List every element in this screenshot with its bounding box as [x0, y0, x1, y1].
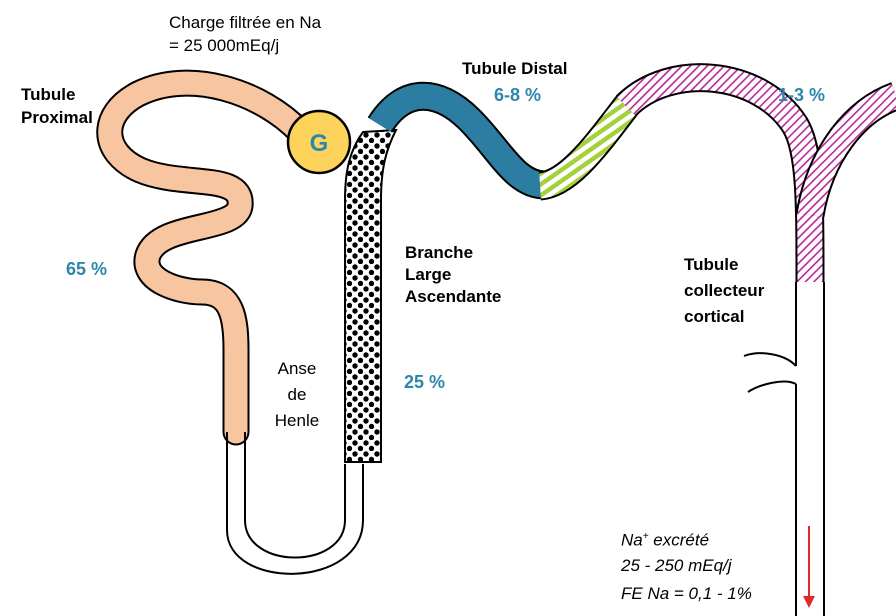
excretion-arrow-head [803, 596, 815, 608]
excretion-na: Na [621, 530, 643, 550]
collecteur-percent: 1-3 % [778, 85, 826, 105]
excretion-line2: 25 - 250 mEq/j [621, 556, 732, 575]
anse-label-line2: de [287, 385, 307, 404]
excretion-line1: Na+ excrété [621, 526, 709, 552]
charge-filtree-line2: = 25 000mEq/j [169, 36, 280, 55]
excretion-na-superscript: + [642, 531, 649, 542]
collecteur-label-line1: Tubule [684, 255, 739, 274]
thin-limb-henle [226, 432, 364, 575]
glomerulus [286, 109, 352, 175]
distal-title: Tubule Distal [462, 59, 568, 78]
proximal-label-line2: Proximal [21, 108, 93, 127]
branche-label-line1: Branche [405, 243, 474, 262]
glomerulus-letter: G [310, 130, 329, 157]
collecteur-label-line2: collecteur [684, 281, 765, 300]
proximal-percent: 65 % [66, 259, 108, 279]
branche-label-line2: Large [405, 265, 452, 284]
anse-label-line3: Henle [274, 411, 320, 430]
branche-label-line3: Ascendante [405, 287, 502, 306]
excretion-excrete: excrété [648, 530, 710, 550]
proximal-label-line1: Tubule [21, 85, 76, 104]
collecteur-label-line3: cortical [684, 307, 745, 326]
anse-label-line1: Anse [277, 359, 317, 378]
thick-ascending-limb [344, 128, 398, 463]
branche-percent: 25 % [404, 372, 446, 392]
distal-percent: 6-8 % [494, 85, 542, 105]
charge-filtree-line1: Charge filtrée en Na [169, 13, 322, 32]
excretion-line3: FE Na = 0,1 - 1% [621, 584, 752, 603]
